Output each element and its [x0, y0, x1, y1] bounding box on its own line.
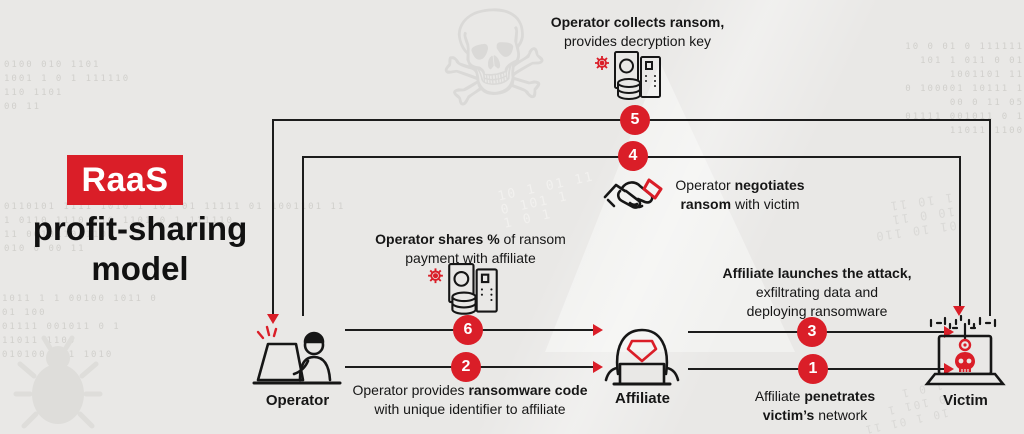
binary-texture: 0100 010 1101 1001 1 0 1 111110 110 1101…	[4, 60, 131, 112]
affiliate-label: Affiliate	[614, 390, 670, 407]
step6-caption: Operator shares % of ransom payment with…	[375, 231, 566, 266]
ransom-share-money-icon	[428, 263, 498, 315]
operator-label: Operator	[265, 392, 330, 409]
page-title-line2: model	[91, 250, 189, 287]
arrow-right-to-affiliate-icon	[593, 324, 603, 336]
skull-icon	[955, 352, 975, 372]
binary-texture: 01 10 110 10 0 11 1 10 11	[873, 190, 958, 244]
step1-caption: Affiliate penetrates victim’s network	[754, 388, 876, 423]
arrow-down-to-operator-icon	[267, 314, 279, 324]
step2-caption: Operator provides ransomware code with u…	[352, 382, 588, 417]
step-badge-2: 2	[451, 352, 481, 382]
victim-icon	[924, 314, 1006, 386]
arrow-right-to-victim-icon	[944, 326, 954, 338]
operator-icon	[252, 325, 342, 385]
hacker-face-icon	[626, 339, 658, 363]
arrow-right-to-affiliate-icon	[593, 361, 603, 373]
ransom-money-icon	[595, 51, 661, 100]
flow-line-step5-right	[989, 119, 991, 316]
glitch-marks-icon	[929, 314, 997, 342]
step5-caption-line2: provides decryption key	[563, 33, 712, 49]
binary-texture: 10 0 01 0 111111 101 1 011 0 01 1001101 …	[905, 42, 1024, 136]
flow-line-step4-right	[959, 156, 961, 308]
step4-caption: Operator negotiates ransom with victim	[675, 177, 805, 212]
raas-badge: RaaS	[67, 155, 183, 205]
victim-label: Victim	[943, 392, 988, 409]
step5-caption-line1: Operator collects ransom,	[550, 14, 725, 30]
step3-caption: Affiliate launches the attack, exfiltrat…	[722, 265, 912, 319]
affiliate-icon	[604, 328, 680, 386]
bug-icon	[595, 56, 609, 70]
binary-texture: 0110101 1111 1010 1 101 01 11111 01 1001…	[4, 202, 346, 254]
step-badge-6: 6	[453, 315, 483, 345]
step-badge-5: 5	[620, 105, 650, 135]
step5-caption: Operator collects ransom, provides decry…	[510, 13, 765, 51]
arrow-down-to-victim-icon	[953, 306, 965, 316]
binary-texture: 10 1 01 11 0 101 1 1 0 1	[496, 169, 596, 232]
alert-sparks-icon	[256, 325, 278, 340]
step-badge-1: 1	[798, 354, 828, 384]
step-badge-4: 4	[618, 141, 648, 171]
flow-line-step5-left	[272, 119, 274, 315]
handshake-icon	[603, 178, 663, 209]
step-badge-3: 3	[797, 317, 827, 347]
bug-watermark-icon	[13, 335, 103, 429]
page-title-line1: profit-sharing	[32, 210, 248, 247]
flow-line-step4-left	[302, 156, 304, 316]
arrow-right-to-victim-icon	[944, 363, 954, 375]
bug-icon	[428, 268, 443, 284]
